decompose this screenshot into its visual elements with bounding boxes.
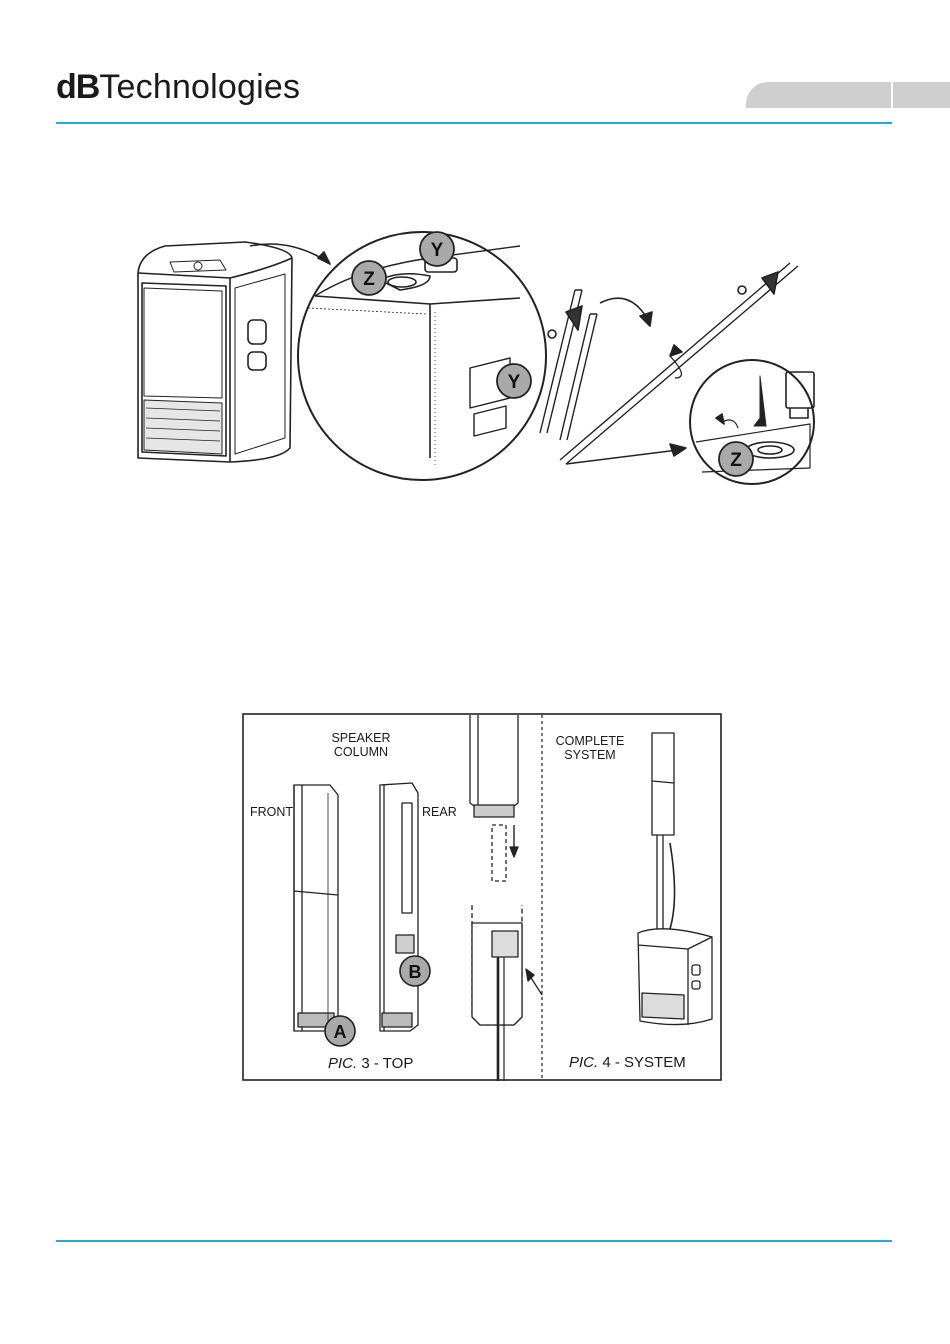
brand-logo: dBTechnologies — [56, 70, 300, 104]
callout-z-small-text: Z — [730, 450, 742, 471]
pic4-caption: PIC. 4 - SYSTEM — [569, 1054, 686, 1071]
pole-pieces — [540, 290, 597, 440]
header-rule — [56, 122, 892, 124]
pic4-caption-rest: 4 - SYSTEM — [598, 1054, 686, 1071]
logo-db: dB — [56, 68, 99, 106]
callout-a-text: A — [334, 1022, 347, 1042]
callout-a: A — [325, 1016, 355, 1046]
callout-y-top: Y — [420, 232, 454, 266]
callout-z-top: Z — [352, 261, 386, 295]
callout-z-text: Z — [363, 269, 375, 290]
front-column-drawing — [294, 785, 338, 1031]
logo-technologies: Technologies — [99, 68, 300, 106]
complete-system-label-1: COMPLETE — [556, 734, 625, 748]
subwoofer-drawing — [138, 242, 292, 462]
rear-label: REAR — [422, 805, 457, 819]
column-assembly-panel: SPEAKER COLUMN FRONT REAR COMPLETE SYSTE… — [242, 713, 722, 1081]
section-tab — [746, 82, 950, 108]
speaker-column-label-2: COLUMN — [334, 745, 388, 759]
footer-rule — [56, 1240, 892, 1242]
detail-circle-large — [298, 232, 546, 480]
speaker-column-label-1: SPEAKER — [331, 731, 390, 745]
callout-y-side: Y — [497, 364, 531, 398]
pic4-caption-italic: PIC. — [569, 1054, 598, 1071]
callout-y-text: Y — [431, 240, 444, 261]
callout-b: B — [400, 956, 430, 986]
callout-y-side-text: Y — [508, 372, 521, 393]
pic3-caption-italic: PIC. — [328, 1055, 357, 1072]
front-label: FRONT — [250, 805, 293, 819]
callout-b-text: B — [409, 962, 422, 982]
complete-system-label-2: SYSTEM — [564, 748, 615, 762]
rear-column-drawing — [380, 783, 418, 1031]
assembly-illustration: Z Y Y Z — [130, 228, 820, 494]
pic3-caption-rest: 3 - TOP — [357, 1055, 413, 1072]
callout-z-small: Z — [719, 442, 753, 476]
tab-divider — [891, 82, 893, 108]
pic3-caption: PIC. 3 - TOP — [328, 1055, 413, 1072]
